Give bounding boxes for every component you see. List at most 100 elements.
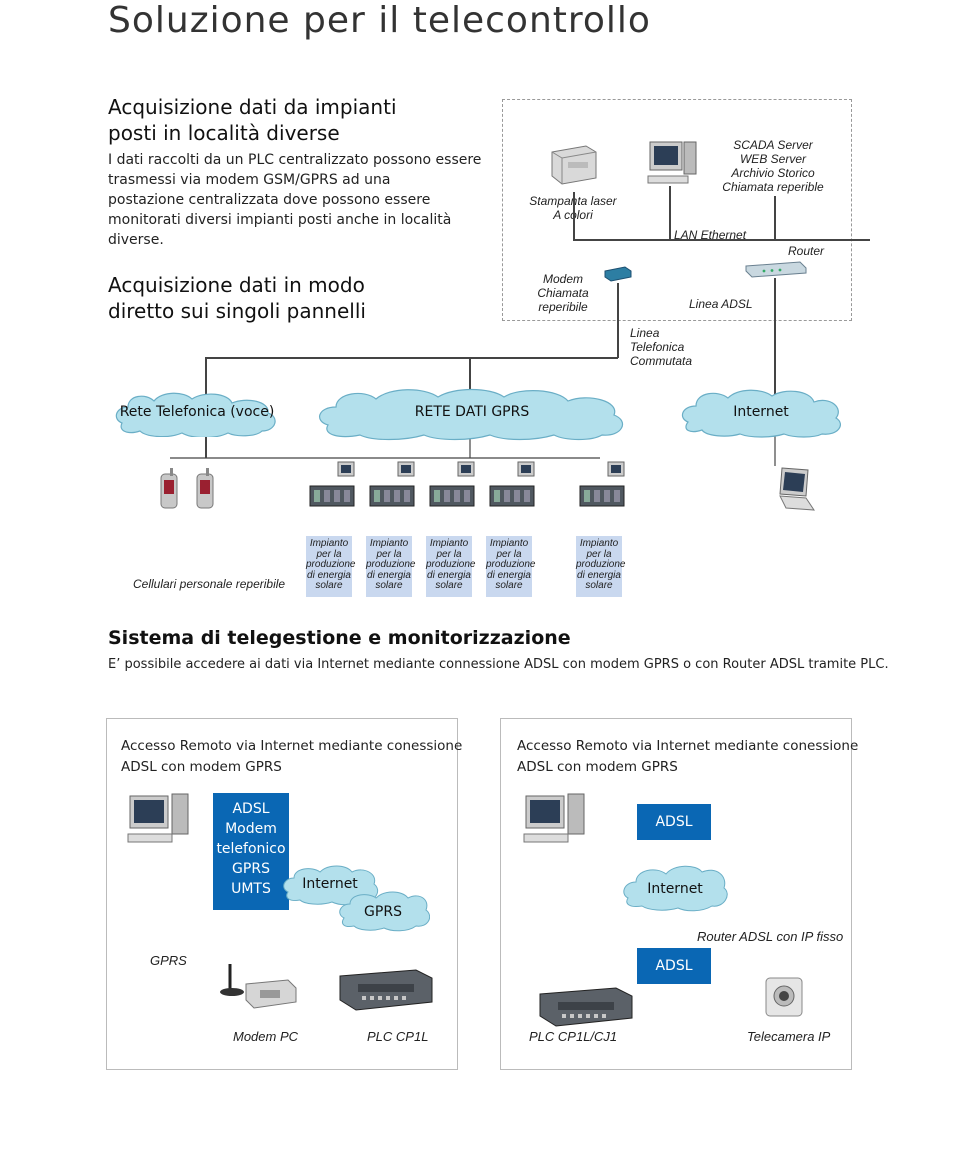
label-line: di energia [427, 569, 471, 581]
label-line: produzione [366, 559, 416, 570]
computer-icon [523, 793, 585, 843]
panel-right [500, 718, 852, 1070]
gprs-modem-icon [220, 964, 297, 1009]
printer-icon [551, 145, 597, 185]
title-line: ADSL con modem GPRS [121, 759, 282, 775]
label-line: di energia [367, 569, 411, 581]
cellphone-icon [160, 468, 178, 509]
section-body: I dati raccolti da un PLC centralizzato … [108, 150, 488, 250]
panel-left [106, 718, 458, 1070]
plc-devices [309, 461, 625, 507]
plc-icon [309, 461, 355, 507]
label-line: Modem [542, 272, 583, 286]
label-line: di energia [577, 569, 621, 581]
modem-icon [604, 266, 632, 282]
cloud-rete-dati-gprs-label: RETE DATI GPRS [414, 404, 530, 420]
section-heading-2: Acquisizione dati in modo diretto sui si… [108, 272, 366, 324]
modem-pc-label: Modem PC [233, 1029, 299, 1044]
cloud-rete-telefonica [115, 392, 276, 437]
box-line: telefonico [216, 841, 286, 857]
label-line: produzione [426, 559, 476, 570]
box-line: ADSL [232, 801, 270, 817]
adsl-line-label: Linea ADSL [689, 297, 753, 311]
panel-left-title: Accesso Remoto via Internet mediante con… [121, 736, 462, 778]
body-line: trasmessi via modem GSM/GPRS ad una [108, 172, 391, 188]
cloud-rete-dati-gprs [319, 388, 624, 441]
label-line: Impianto [309, 538, 349, 549]
label-line: di energia [307, 569, 351, 581]
label-line: Telefonica [630, 340, 685, 354]
section2-heading: Sistema di telegestione e monitorizzazio… [108, 627, 571, 649]
label-line: Impianto [369, 538, 409, 549]
title-line: Accesso Remoto via Internet mediante con… [121, 738, 463, 754]
title-line: Accesso Remoto via Internet mediante con… [517, 738, 859, 754]
label-line: per la [496, 548, 522, 560]
router-adsl-label: Router ADSL con IP fisso [697, 929, 844, 944]
label-line: Archivio Storico [731, 166, 815, 180]
label-line: solare [375, 580, 403, 591]
cloud-left-internet [283, 865, 379, 906]
computer-icon [647, 141, 697, 184]
label-line: Impianto [429, 538, 469, 549]
body-line: diverse. [108, 232, 164, 248]
label-line: di energia [487, 569, 531, 581]
cloud-right-internet [623, 865, 728, 912]
label-line: Commutata [630, 354, 693, 368]
label-line: solare [315, 580, 343, 591]
label-line: Linea [630, 326, 660, 340]
label-line: Stampanta laser [529, 194, 617, 208]
network-lines [170, 186, 870, 466]
plc-icon [429, 461, 475, 507]
body-line: postazione centralizzata dove possono es… [108, 192, 431, 208]
label-line: SCADA Server [733, 138, 813, 152]
office-network-box [502, 99, 852, 321]
telecamera-label: Telecamera IP [747, 1029, 831, 1044]
router-icon [745, 261, 807, 278]
label-line: solare [495, 580, 523, 591]
server-label: SCADA Server WEB Server Archivio Storico… [712, 138, 834, 194]
label-line: reperibile [538, 300, 588, 314]
modem-label: Modem Chiamata reperibile [528, 272, 598, 314]
cellphone-icon [196, 468, 214, 509]
box-line: GPRS [232, 861, 270, 877]
plc-icon [489, 461, 535, 507]
label-line: per la [586, 548, 612, 560]
body-line: monitorati diversi impianti posti anche … [108, 212, 452, 228]
section2-body: E’ possibile accedere ai dati via Intern… [108, 657, 889, 672]
cloud-left-gprs-label: GPRS [364, 904, 402, 920]
label-line: Impianto [579, 538, 619, 549]
cloud-left-internet-label: Internet [302, 876, 358, 892]
cloud-internet [681, 389, 841, 438]
label-line: solare [435, 580, 463, 591]
label-line: Impianto [489, 538, 529, 549]
label-line: per la [376, 548, 402, 560]
label-line: solare [585, 580, 613, 591]
page-title: Soluzione per il telecontrollo [108, 0, 651, 41]
section-heading: Acquisizione dati da impianti posti in l… [108, 94, 397, 146]
heading-line: posti in località diverse [108, 121, 340, 145]
cloud-left-gprs [339, 891, 430, 932]
lan-label: LAN Ethernet [674, 228, 747, 242]
laptop-icon [779, 467, 815, 511]
ip-camera-icon [765, 977, 803, 1017]
label-line: Chiamata [537, 286, 589, 300]
router-label: Router [788, 244, 825, 258]
plc-cp1l-cj1-label: PLC CP1L/CJ1 [529, 1029, 618, 1044]
label-line: Chiamata reperible [722, 180, 824, 194]
label-line: WEB Server [739, 152, 806, 166]
label-line: A colori [553, 208, 593, 222]
label-line: per la [436, 548, 462, 560]
plc-icon [579, 461, 625, 507]
heading-line: diretto sui singoli pannelli [108, 299, 366, 323]
plc-cp1l-cj1-icon [539, 987, 633, 1027]
panel-right-title: Accesso Remoto via Internet mediante con… [517, 736, 858, 778]
plc-icon [369, 461, 415, 507]
plc-cp1l-label: PLC CP1L [367, 1029, 429, 1044]
label-line: produzione [576, 559, 626, 570]
adsl-modem-box: ADSL Modem telefonico GPRS UMTS [213, 793, 289, 910]
adsl-bottom-box: ADSL [637, 948, 711, 984]
